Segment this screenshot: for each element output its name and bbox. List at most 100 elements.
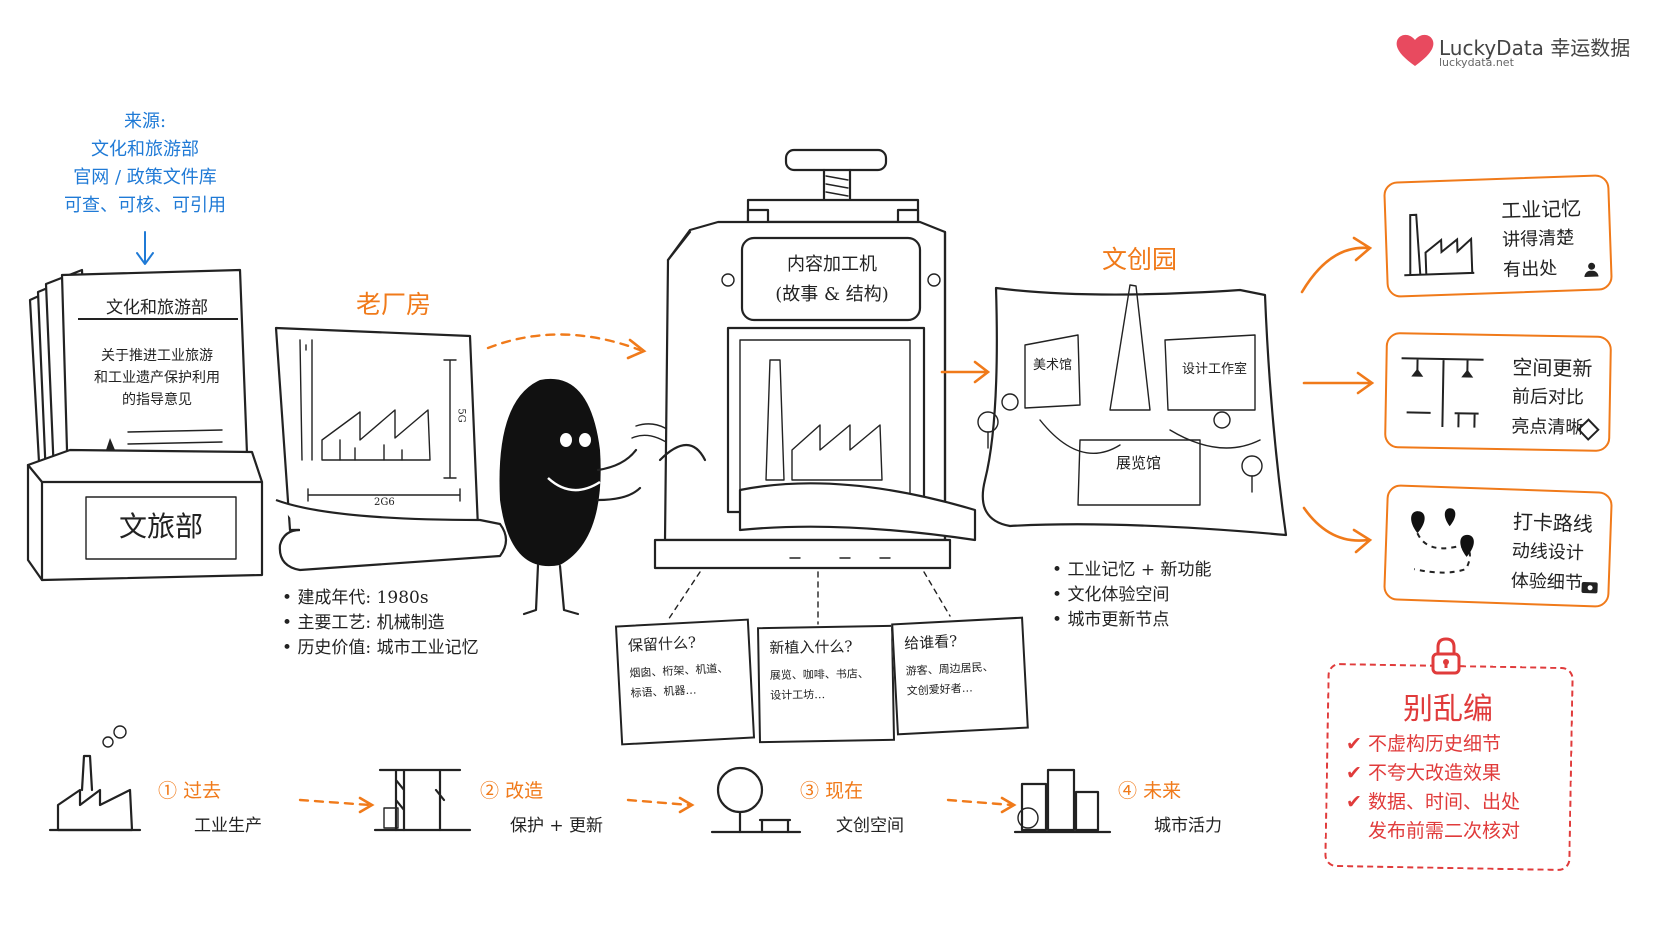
factory-bullet: 历史价值: 城市工业记忆 [282,636,478,661]
output-card-text: 工业记忆 讲得清楚 有出处 [1501,193,1584,286]
document-stack-icon [28,268,250,487]
warning-list: ✔ 不虚构历史细节 ✔ 不夸大改造效果 ✔ 数据、时间、出处 发布前需二次核对 [1346,730,1520,846]
bean-character-icon [499,378,681,616]
camera-icon [1581,581,1598,594]
timeline-factory-icon [48,725,142,832]
timeline-step-title: ③ 现在 [800,776,904,803]
factory-title: 老厂房 [356,290,432,319]
note-question: 新植入什么? [769,637,853,657]
content-machine-icon [653,148,977,570]
warning-item-text: 不夸大改造效果 [1367,762,1501,784]
output-line: 有出处 [1502,257,1558,281]
timeline-crane-icon [373,768,472,832]
warning-item-text: 数据、时间、出处 [1367,791,1520,813]
ministry-box-icon [26,448,264,582]
source-line: 官网 / 政策文件库 [73,167,217,188]
timeline-step-num: ① [158,780,178,802]
check-icon: ✔ [1346,762,1362,784]
timeline-step-num: ③ [800,780,820,802]
warning-item: ✔ 不夸大改造效果 [1346,759,1520,788]
warning-item: ✔ 不虚构历史细节 [1346,730,1520,759]
interior-icon [1401,357,1484,428]
factory-bullet: 建成年代: 1980s [282,586,479,611]
lock-icon [1431,637,1461,675]
timeline-step-num: ② [480,780,500,802]
output-line: 前后对比 [1511,386,1585,409]
factory-dim-vertical: 5G [455,408,467,423]
warning-item-text: 发布前需二次核对 [1368,820,1521,842]
factory-bullets: 建成年代: 1980s 主要工艺: 机械制造 历史价值: 城市工业记忆 [282,586,479,661]
route-pins-icon [1411,508,1474,574]
heart-logo-icon [1396,34,1434,66]
warning-title: 别乱编 [1403,692,1493,727]
timeline-step: ② 改造 保护 + 更新 [480,776,603,836]
timeline-step-title: ① 过去 [158,776,262,803]
source-title: 来源: [123,111,167,132]
timeline-step-sub: 工业生产 [194,816,262,836]
machine-plate-line2: (故事 & 结构) [775,284,889,305]
timeline-step-title-text: 过去 [183,780,222,802]
park-building-label: 设计工作室 [1182,362,1248,377]
warning-item: 发布前需二次核对 [1346,817,1520,846]
note-new: 新植入什么? 展览、咖啡、书店、 设计工坊… [756,624,896,744]
factory-dim-horizontal: 2G6 [374,497,395,508]
box-label: 文旅部 [118,510,203,543]
factory-blueprint-icon [274,326,508,572]
output-line: 空间更新 [1512,355,1593,381]
note-answer: 文创爱好者… [906,681,973,698]
machine-plate-line1: 内容加工机 [787,254,877,275]
doc-header: 文化和旅游部 [106,298,208,318]
timeline-step-num: ④ [1118,780,1138,802]
output-card-memory: 工业记忆 讲得清楚 有出处 [1383,174,1613,298]
timeline-step-title: ④ 未来 [1118,776,1222,803]
output-line: 打卡路线 [1512,509,1594,537]
timeline-step-sub: 保护 + 更新 [510,816,604,836]
park-building-label: 展览馆 [1116,454,1162,472]
park-bullet: 城市更新节点 [1052,608,1212,633]
check-icon: ✔ [1346,733,1362,755]
brand-name: LuckyData 幸运数据 [1439,36,1631,60]
note-answer: 标语、机器… [630,683,697,700]
park-building-label: 美术馆 [1033,358,1073,373]
doc-divider [78,318,238,320]
warning-item-text: 不虚构历史细节 [1367,733,1501,755]
doc-body-line: 和工业遗产保护利用 [94,370,220,386]
doc-body-line: 的指导意见 [122,392,192,408]
park-bullets: 工业记忆 + 新功能 文化体验空间 城市更新节点 [1052,558,1212,633]
doc-body: 关于推进工业旅游 和工业遗产保护利用 的指导意见 [82,345,232,411]
output-line: 讲得清楚 [1501,227,1575,251]
output-card-space: 空间更新 前后对比 亮点清晰 [1384,332,1612,452]
output-line: 体验细节 [1510,570,1584,594]
output-line: 动线设计 [1511,540,1585,564]
note-keep: 保留什么? 烟囱、桁架、机道、 标语、机器… [614,618,756,746]
park-bullet: 文化体验空间 [1052,583,1212,608]
timeline-step: ① 过去 工业生产 [158,776,262,836]
timeline-step-sub: 文创空间 [836,816,904,836]
source-block: 来源: 文化和旅游部 官网 / 政策文件库 可查、可核、可引用 [40,108,250,220]
park-title: 文创园 [1102,245,1178,274]
source-line: 可查、可核、可引用 [64,195,226,216]
brand-url: luckydata.net [1439,56,1514,69]
output-line: 工业记忆 [1500,196,1582,223]
timeline-step: ③ 现在 文创空间 [800,776,904,836]
factory-bullet: 主要工艺: 机械制造 [282,611,479,636]
timeline-city-icon [1013,768,1112,834]
timeline-step-title-text: 改造 [505,780,544,802]
note-answer: 设计工坊… [770,688,826,702]
timeline-step-title: ② 改造 [480,776,603,803]
source-line: 文化和旅游部 [91,139,199,160]
timeline-step-sub: 城市活力 [1154,816,1222,836]
park-bullet: 工业记忆 + 新功能 [1052,558,1211,583]
timeline-step-title-text: 现在 [825,780,864,802]
note-audience: 给谁看? 游客、周边居民、 文创爱好者… [891,616,1029,736]
note-answer: 展览、咖啡、书店、 [769,667,869,682]
doc-body-line: 关于推进工业旅游 [101,348,213,364]
factory-icon [1404,213,1475,277]
timeline-step-title-text: 未来 [1143,780,1182,802]
machine-plate: 内容加工机 (故事 & 结构) [750,250,914,310]
note-question: 保留什么? [627,633,697,655]
timeline-step: ④ 未来 城市活力 [1118,776,1222,836]
park-map-icon [977,284,1288,537]
note-question: 给谁看? [903,632,958,653]
